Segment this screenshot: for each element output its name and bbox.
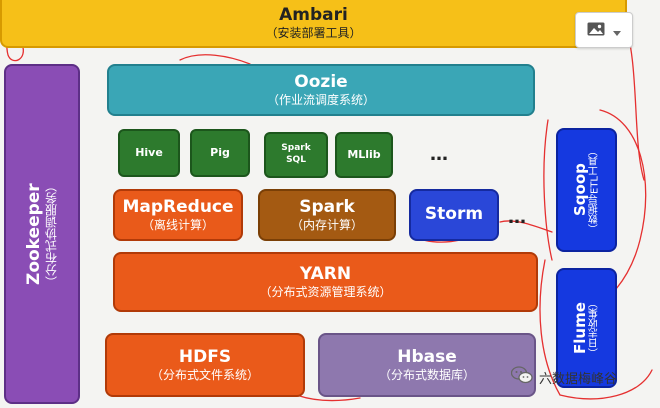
hbase-block: Hbase （分布式数据库） <box>318 333 536 397</box>
more-engines-ellipsis: … <box>508 207 528 228</box>
spark-sql-label: Spark SQL <box>281 143 311 165</box>
spark-sql-block: Spark SQL <box>264 132 328 178</box>
yarn-block: YARN （分布式资源管理系统） <box>113 252 538 312</box>
flume-title: Flume <box>570 302 589 354</box>
yarn-title: YARN <box>299 264 352 285</box>
sqoop-title: Sqoop <box>570 163 589 217</box>
ambari-title: Ambari <box>279 5 348 26</box>
image-icon <box>587 21 605 40</box>
more-tools-ellipsis: … <box>430 144 450 165</box>
zookeeper-block: Zookeeper （分布式协调服务） <box>4 64 80 404</box>
hive-label: Hive <box>135 145 163 159</box>
watermark-text: 六数据梅峰谷 <box>539 371 618 387</box>
image-options-button[interactable] <box>575 12 633 48</box>
spark-subtitle: （内存计算） <box>290 217 363 232</box>
hbase-subtitle: （分布式数据库） <box>378 367 475 382</box>
wechat-icon <box>510 366 533 388</box>
oozie-block: Oozie （作业流调度系统） <box>107 64 535 116</box>
watermark: 六数据梅峰谷 <box>510 366 618 388</box>
storm-title: Storm <box>424 204 484 225</box>
sqoop-block: Sqoop （数据导ETL工具） <box>556 128 617 252</box>
pig-label: Pig <box>210 145 230 159</box>
hdfs-block: HDFS （分布式文件系统） <box>105 333 305 397</box>
zookeeper-title: Zookeeper <box>24 183 45 285</box>
oozie-title: Oozie <box>294 72 348 93</box>
mllib-block: MLlib <box>335 132 393 178</box>
spark-block: Spark （内存计算） <box>258 189 396 241</box>
hive-block: Hive <box>118 129 180 177</box>
mapreduce-block: MapReduce （离线计算） <box>113 189 243 241</box>
hdfs-title: HDFS <box>178 347 232 368</box>
spark-title: Spark <box>299 197 355 218</box>
hbase-title: Hbase <box>397 347 457 368</box>
mapreduce-title: MapReduce <box>122 197 234 218</box>
flume-subtitle: （日志收集） <box>589 298 601 358</box>
ambari-block: Ambari （安装部署工具） <box>0 0 627 48</box>
flume-block: Flume （日志收集） <box>556 268 617 388</box>
sqoop-subtitle: （数据导ETL工具） <box>589 146 601 234</box>
ambari-subtitle: （安装部署工具） <box>265 25 362 40</box>
yarn-subtitle: （分布式资源管理系统） <box>259 284 392 299</box>
pig-block: Pig <box>190 129 250 177</box>
hdfs-subtitle: （分布式文件系统） <box>150 367 259 382</box>
mapreduce-subtitle: （离线计算） <box>141 217 214 232</box>
chevron-down-icon <box>613 21 621 40</box>
mllib-label: MLlib <box>347 147 381 161</box>
storm-block: Storm <box>409 189 499 241</box>
oozie-subtitle: （作业流调度系统） <box>266 92 375 107</box>
zookeeper-subtitle: （分布式协调服务） <box>44 180 59 288</box>
